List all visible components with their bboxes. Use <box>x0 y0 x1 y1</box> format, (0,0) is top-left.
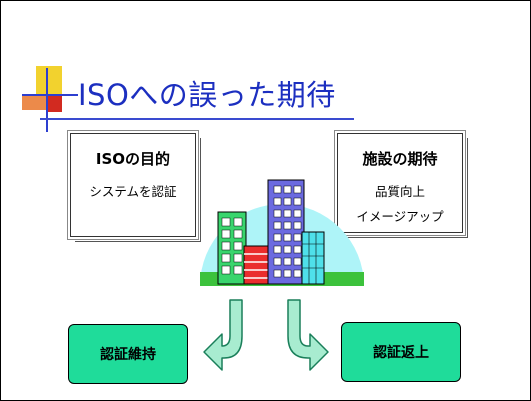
iso-purpose-title: ISOの目的 <box>95 150 171 168</box>
facility-expectation-line-2: イメージアップ <box>356 209 444 224</box>
facility-expectation-box: 施設の期待 品質向上 イメージアップ <box>334 130 466 236</box>
certification-return-box: 認証返上 <box>341 322 461 382</box>
curved-arrow-left-icon <box>203 299 243 371</box>
title-decoration-icon <box>22 66 82 132</box>
slide-title: ISOへの誤った期待 <box>78 78 336 112</box>
facility-expectation-title: 施設の期待 <box>362 150 438 168</box>
office-buildings-icon <box>200 179 364 286</box>
iso-purpose-box: ISOの目的 システムを認証 <box>67 130 199 240</box>
curved-arrow-right-icon <box>287 299 329 371</box>
title-underline <box>40 118 354 120</box>
certification-maintain-box: 認証維持 <box>68 324 188 384</box>
facility-expectation-line-1: 品質向上 <box>374 184 425 199</box>
iso-purpose-line: システムを認証 <box>89 184 177 199</box>
